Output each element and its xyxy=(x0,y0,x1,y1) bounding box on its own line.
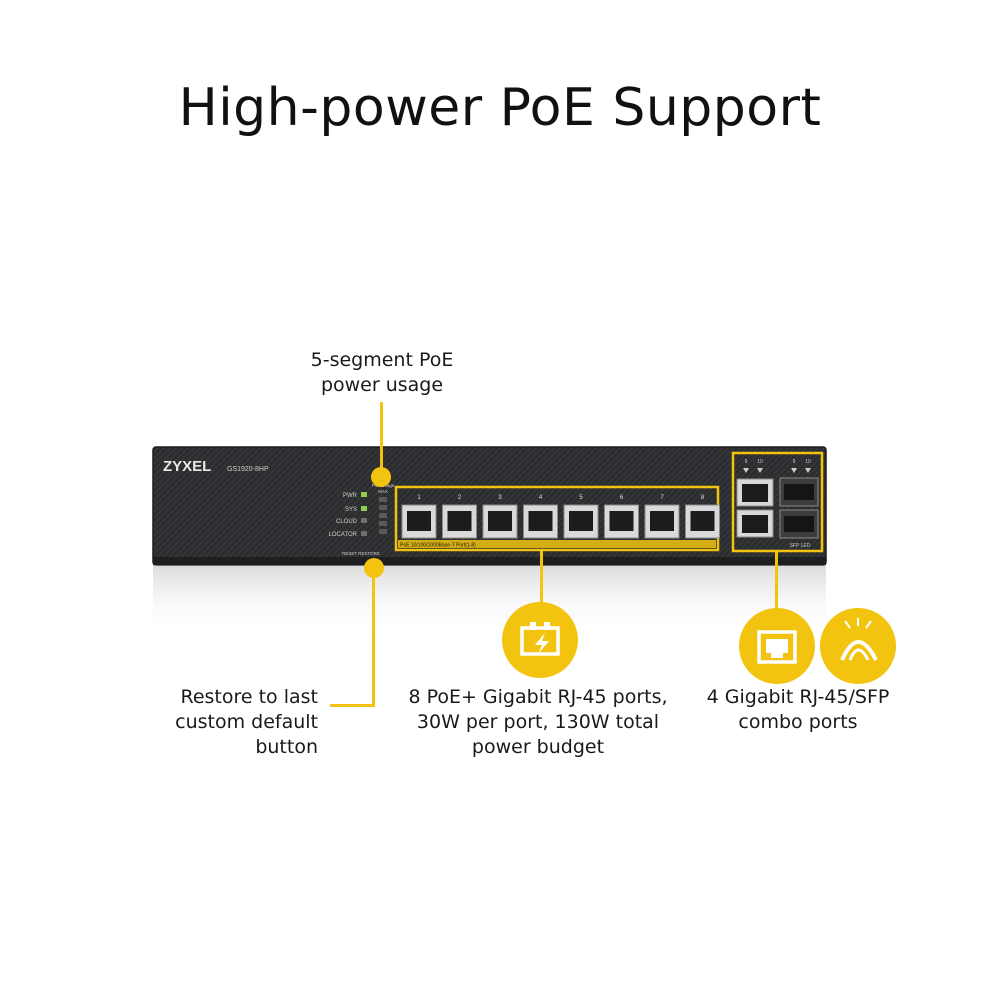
sfp-led-label: SFP LED xyxy=(790,543,811,549)
ethernet-port-icon xyxy=(757,630,797,664)
poe-usage-max: MAX xyxy=(378,489,388,494)
led-label-locator: LOCATOR xyxy=(329,532,358,538)
combo-rj45-ports xyxy=(736,478,774,538)
led-label-sys: SYS xyxy=(345,507,357,513)
page-title: High-power PoE Support xyxy=(178,78,822,138)
callout-line-poe-segment xyxy=(380,402,383,476)
rj45-port-socket xyxy=(407,511,431,531)
callout-poe-ports-line3: power budget xyxy=(471,736,605,758)
rj45-port-socket xyxy=(447,511,472,531)
rj45-port-socket xyxy=(569,511,593,531)
callout-combo-line2: combo ports xyxy=(738,711,858,733)
callout-poe-segment-line2: power usage xyxy=(320,374,444,396)
rj45-port-socket xyxy=(488,511,512,531)
port-number-label: 8 xyxy=(701,495,705,501)
model-name: GS1920-8HP xyxy=(227,466,269,473)
callout-line-poe-ports xyxy=(540,550,543,610)
callout-icon-fiber xyxy=(820,608,896,684)
led-label-pwr: PWR xyxy=(343,493,358,499)
combo-num-10b: 10 xyxy=(805,459,811,465)
brand-logo: ZYXEL xyxy=(163,458,211,475)
callout-icon-ethernet xyxy=(739,608,815,684)
callout-poe-ports: 8 PoE+ Gigabit RJ-45 ports, 30W per port… xyxy=(398,685,678,760)
callout-line-combo xyxy=(775,551,778,611)
sfp-slots xyxy=(779,477,819,539)
port-number-label: 5 xyxy=(579,495,583,501)
port-strip-label: PoE 10/100/1000Base-T Port(1-8) xyxy=(400,543,476,549)
reset-restore-label: RESET RESTORE xyxy=(342,551,380,556)
callout-poe-segment: 5-segment PoE power usage xyxy=(282,348,482,398)
port-number-label: 2 xyxy=(458,495,462,501)
port-number-label: 6 xyxy=(620,495,624,501)
rj45-port-socket xyxy=(528,511,553,531)
port-number-label: 3 xyxy=(498,495,502,501)
callout-poe-ports-line1: 8 PoE+ Gigabit RJ-45 ports, xyxy=(408,686,668,708)
fiber-sfp-icon xyxy=(840,618,878,661)
poe-power-icon xyxy=(520,622,560,656)
callout-poe-ports-line2: 30W per port, 130W total xyxy=(416,711,660,733)
callout-restore-line2: custom default xyxy=(175,711,318,733)
callout-line-restore-vertical xyxy=(372,570,375,707)
rj45-port-socket xyxy=(609,511,634,531)
callout-dot-poe-segment xyxy=(371,467,391,487)
combo-num-10a: 10 xyxy=(757,459,763,465)
callout-restore-line3: button xyxy=(255,736,318,758)
chassis-reflection xyxy=(153,565,826,635)
port-number-label: 1 xyxy=(417,495,421,501)
rj45-port-socket xyxy=(650,511,674,531)
callout-line-restore-horizontal xyxy=(330,704,375,707)
combo-num-9b: 9 xyxy=(793,459,796,465)
combo-num-9a: 9 xyxy=(745,459,748,465)
callout-restore-line1: Restore to last xyxy=(180,686,318,708)
callout-dot-restore xyxy=(364,558,384,578)
callout-combo-line1: 4 Gigabit RJ-45/SFP xyxy=(706,686,890,708)
callout-combo: 4 Gigabit RJ-45/SFP combo ports xyxy=(700,685,896,735)
led-label-cloud: CLOUD xyxy=(336,519,358,525)
callout-restore: Restore to last custom default button xyxy=(130,685,318,760)
port-number-label: 4 xyxy=(539,495,543,501)
rj45-port-socket xyxy=(690,511,715,531)
callout-icon-poe-ports xyxy=(502,602,578,678)
port-number-label: 7 xyxy=(660,495,664,501)
callout-poe-segment-line1: 5-segment PoE xyxy=(310,349,454,371)
poe-port-group: 1 2 3 4 5 6 7 8 xyxy=(401,495,720,539)
